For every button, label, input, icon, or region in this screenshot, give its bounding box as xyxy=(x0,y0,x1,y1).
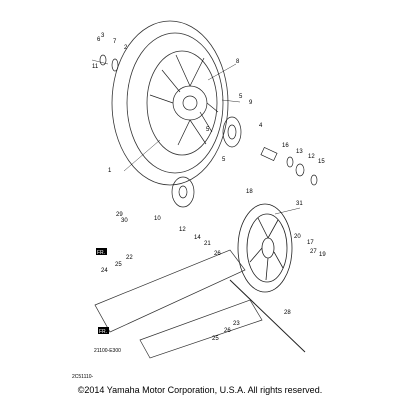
part-label: 4 xyxy=(259,123,263,129)
rear-axle xyxy=(229,279,306,353)
part-label: 5 xyxy=(239,94,243,100)
part-label: 6 xyxy=(97,37,101,43)
part-label: 23 xyxy=(233,321,240,327)
part-label: 31 xyxy=(296,201,303,207)
part-label: 26 xyxy=(224,328,231,334)
part-label: 29 xyxy=(116,212,123,218)
pulley-hub xyxy=(171,176,195,208)
part-label: 30 xyxy=(121,218,128,224)
part-label: 8 xyxy=(236,59,240,65)
leader-lines xyxy=(91,59,301,215)
rear-tire xyxy=(111,20,229,186)
part-label: 14 xyxy=(194,235,201,241)
rear-pulley xyxy=(237,203,293,293)
part-label: 22 xyxy=(126,255,133,261)
part-label: 2 xyxy=(124,45,128,51)
part-label: 25 xyxy=(115,262,122,268)
part-label: 26 xyxy=(214,251,221,257)
part-label: 11 xyxy=(92,64,99,70)
fr-marker-bottom: FR. xyxy=(98,327,109,335)
part-label: 20 xyxy=(294,234,301,240)
part-label: 5 xyxy=(222,157,226,163)
rear-wheel-hub xyxy=(149,54,219,146)
copyright-notice: ©2014 Yamaha Motor Corporation, U.S.A. A… xyxy=(77,385,323,395)
part-label: 12 xyxy=(308,154,315,160)
part-label: 27 xyxy=(310,249,317,255)
figure-code: 21100-E300 xyxy=(94,348,121,354)
part-label: 3 xyxy=(101,33,105,39)
part-label: 10 xyxy=(154,216,161,222)
part-label: 17 xyxy=(307,240,314,246)
catalog-code: 2C51110- xyxy=(72,374,94,380)
fr-code: FR. xyxy=(99,329,107,335)
part-label: 12 xyxy=(179,227,186,233)
cush-drive-hub xyxy=(222,116,242,148)
part-label: 21 xyxy=(204,241,211,247)
rear-wheel-assembly-drawing: 1 2 3 4 5 5 5 6 7 8 9 10 11 12 12 13 14 … xyxy=(72,20,326,380)
part-label: 28 xyxy=(284,310,291,316)
part-labels: 1 2 3 4 5 5 5 6 7 8 9 10 11 12 12 13 14 … xyxy=(92,33,326,342)
fr-marker-left: FR. xyxy=(96,248,107,256)
part-label: 1 xyxy=(108,168,112,174)
part-label: 16 xyxy=(282,143,289,149)
part-label: 13 xyxy=(296,149,303,155)
fr-code: FR. xyxy=(97,250,105,256)
part-label: 5 xyxy=(206,127,210,133)
part-label: 24 xyxy=(101,268,108,274)
swingarm xyxy=(94,249,263,359)
part-label: 9 xyxy=(249,100,253,106)
axle-spacers xyxy=(99,54,318,186)
part-label: 25 xyxy=(212,336,219,342)
part-label: 15 xyxy=(318,159,325,165)
part-label: 19 xyxy=(319,252,326,258)
part-label: 7 xyxy=(113,39,117,45)
part-label: 18 xyxy=(246,189,253,195)
